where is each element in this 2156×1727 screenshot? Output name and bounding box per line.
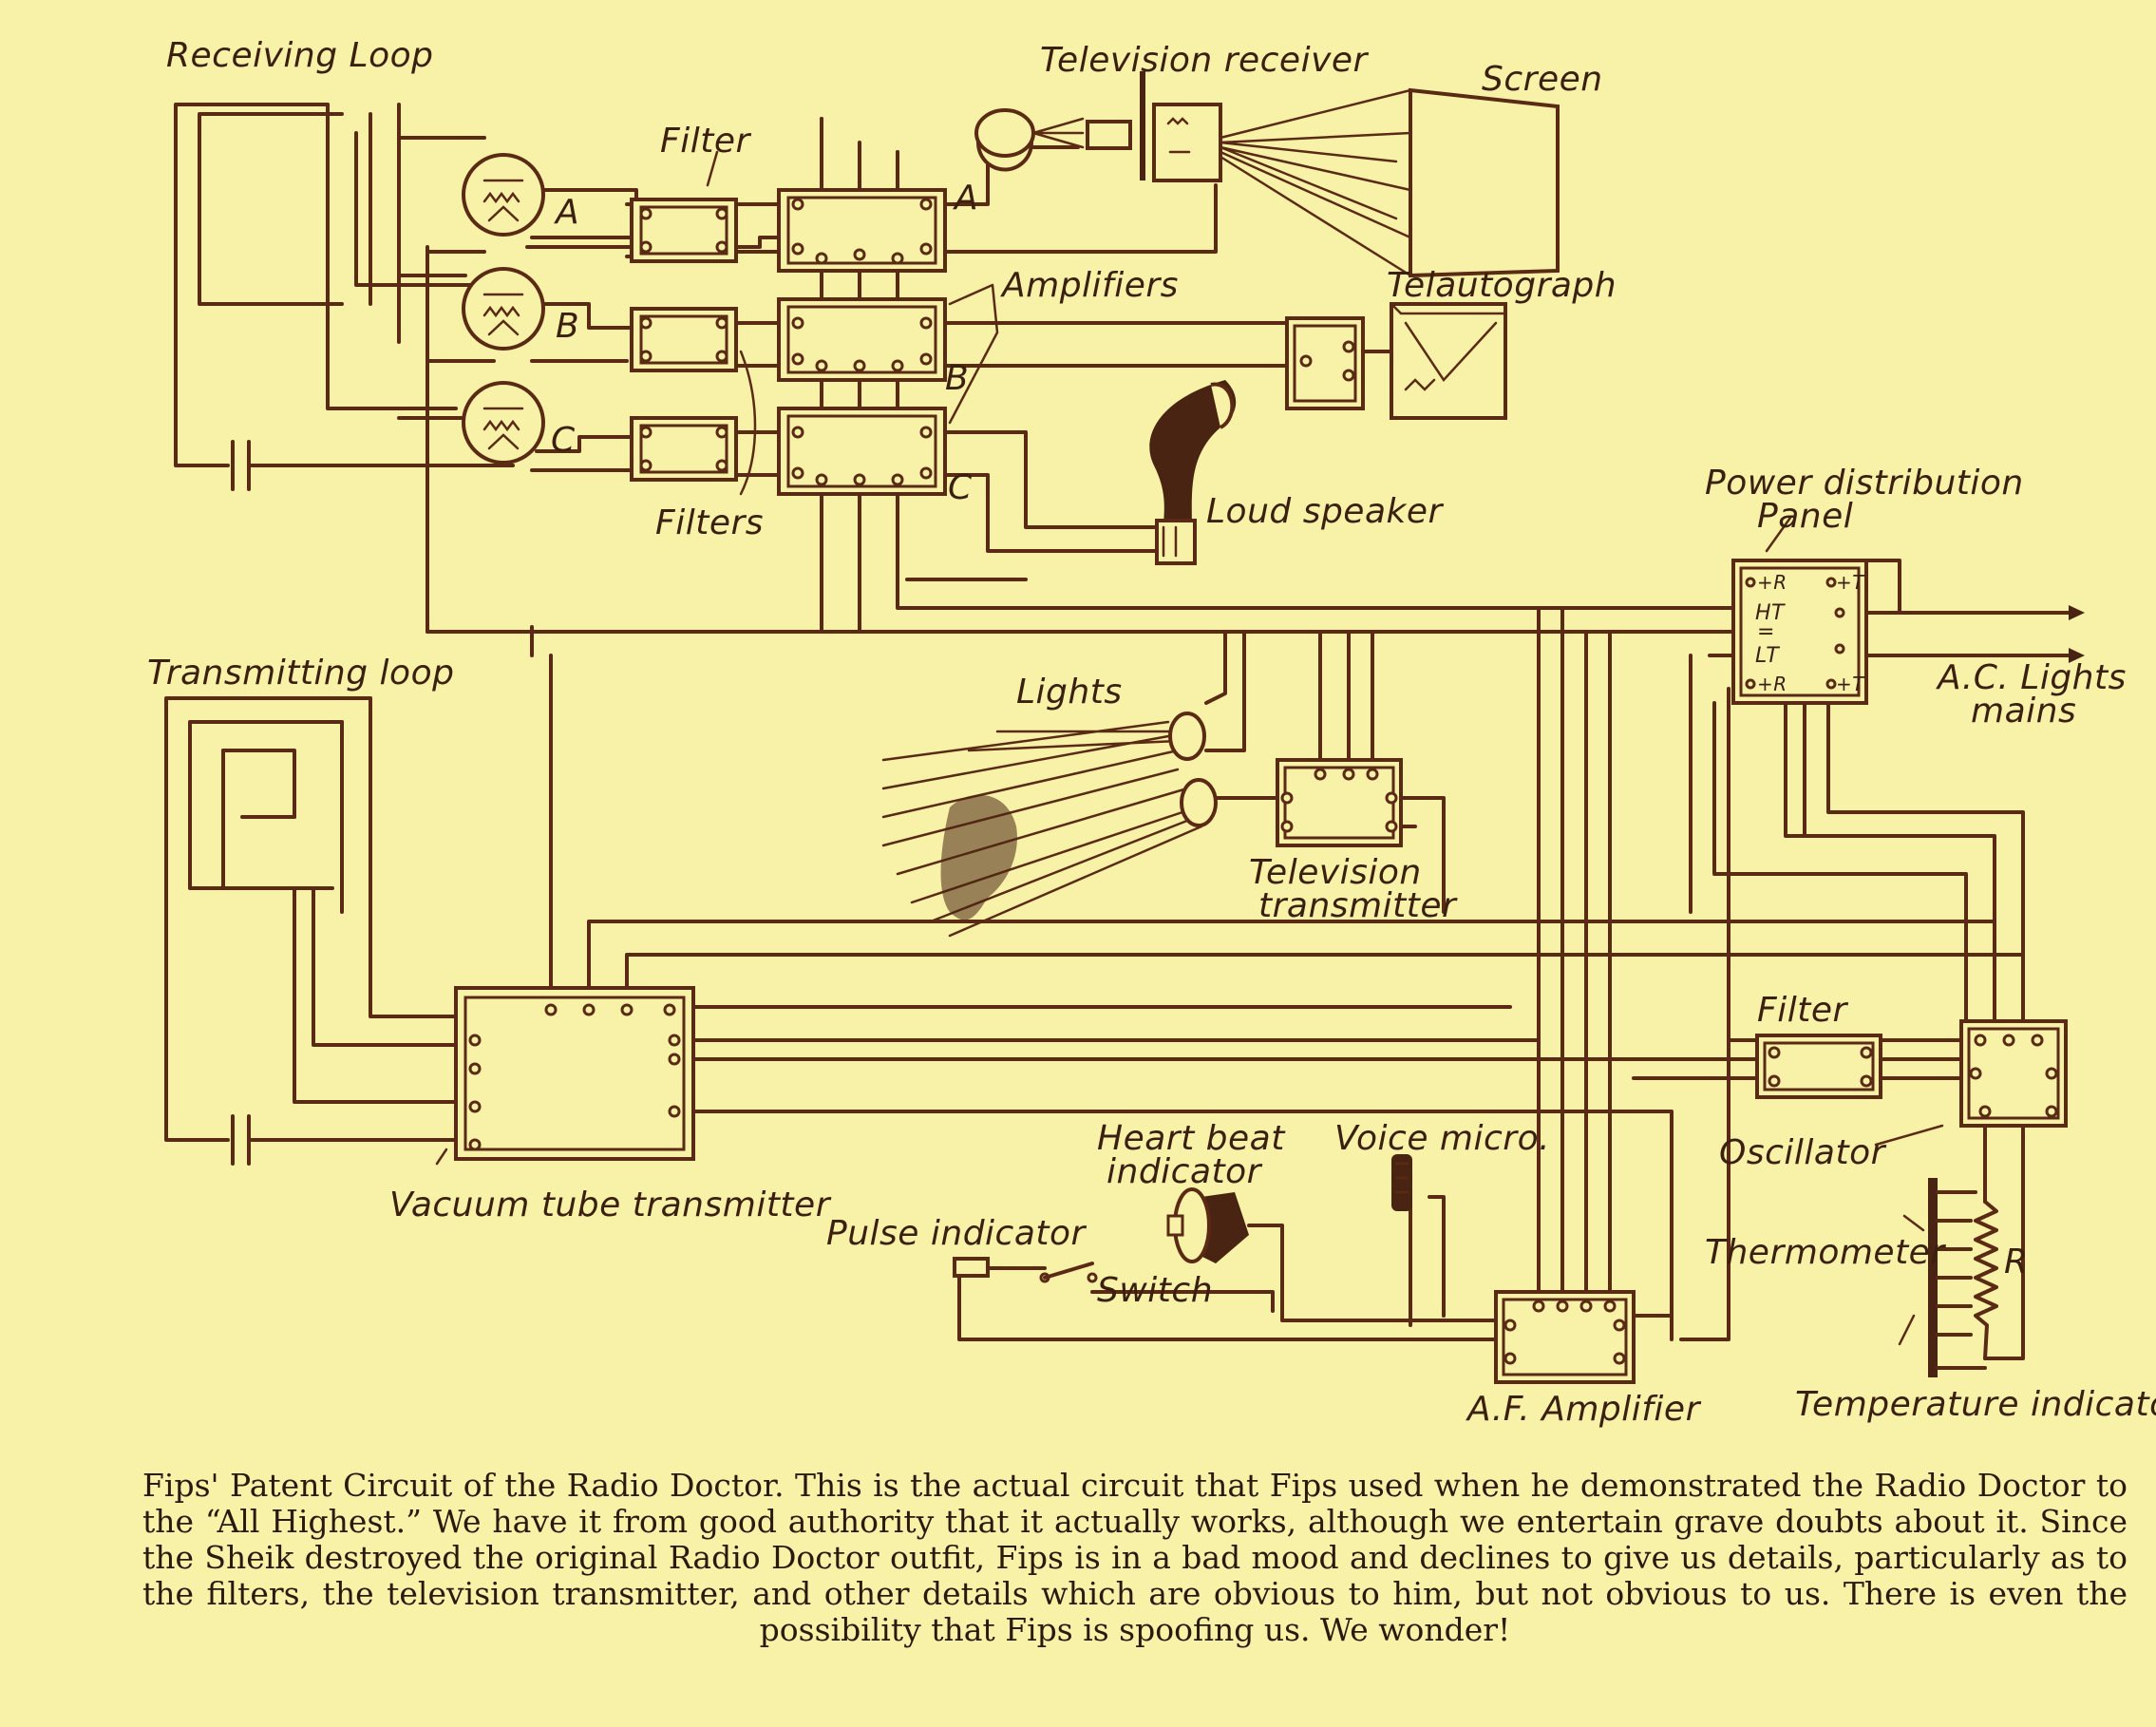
panel-dash: = bbox=[1757, 620, 1775, 644]
filter-a bbox=[630, 198, 738, 263]
circuit-diagram: +R +T HT = LT +R +T bbox=[147, 36, 2156, 1429]
vacuum-tube-transmitter-label: Vacuum tube transmitter bbox=[389, 1186, 832, 1224]
vacuum-tube-a bbox=[462, 153, 545, 237]
transmitting-loop-label: Transmitting loop bbox=[147, 654, 454, 693]
oscillator bbox=[1959, 1019, 2068, 1128]
heart-beat-indicator bbox=[1166, 1187, 1249, 1263]
lights bbox=[881, 712, 1218, 938]
television-screen bbox=[1219, 87, 1560, 278]
r-label: R bbox=[2004, 1243, 2029, 1281]
lights-label: Lights bbox=[1016, 673, 1123, 712]
television-receiver bbox=[974, 71, 1222, 182]
screen-label: Screen bbox=[1482, 60, 1603, 99]
panel-lt: LT bbox=[1755, 644, 1780, 668]
tube-a-label: A bbox=[554, 193, 579, 232]
power-panel-label-1: Power distribution bbox=[1705, 464, 2024, 503]
af-amplifier-label: A.F. Amplifier bbox=[1466, 1390, 1702, 1429]
temperature-indicator-label: Temperature indicator bbox=[1795, 1385, 2156, 1424]
vacuum-tube-c bbox=[462, 381, 545, 465]
filters-label: Filters bbox=[655, 503, 764, 542]
tv-transmitter-label-2: transmitter bbox=[1258, 886, 1458, 925]
heart-beat-label-2: indicator bbox=[1106, 1152, 1263, 1191]
figure-caption: Fips' Patent Circuit of the Radio Doctor… bbox=[142, 1467, 2128, 1648]
ac-mains-label-2: mains bbox=[1971, 692, 2076, 731]
panel-plus-r-top: +R bbox=[1757, 571, 1787, 594]
heart-beat-label-1: Heart beat bbox=[1097, 1119, 1286, 1158]
power-distribution-panel: +R +T HT = LT +R +T bbox=[1731, 559, 1868, 705]
receiving-loop-capacitor bbox=[231, 440, 251, 491]
filter-right-label: Filter bbox=[1757, 991, 1848, 1030]
af-amplifier bbox=[1494, 1290, 1636, 1384]
thermometer-label: Thermometer bbox=[1705, 1233, 1946, 1272]
switch bbox=[1039, 1262, 1098, 1283]
amp-c-label: C bbox=[948, 468, 973, 507]
filter-b bbox=[630, 307, 738, 372]
vacuum-tube-transmitter bbox=[454, 986, 695, 1161]
telautograph bbox=[1390, 302, 1507, 420]
mains-arrows bbox=[2050, 605, 2085, 663]
television-transmitter bbox=[1276, 758, 1403, 847]
panel-plus-r-bot: +R bbox=[1757, 673, 1787, 695]
loud-speaker bbox=[1149, 380, 1237, 565]
telautograph-label: Telautograph bbox=[1387, 266, 1617, 305]
switch-label: Switch bbox=[1097, 1271, 1213, 1310]
amplifier-c bbox=[777, 407, 947, 496]
ac-mains-label-1: A.C. Lights bbox=[1936, 658, 2127, 697]
pointer-arrows bbox=[435, 150, 1944, 1346]
panel-plus-t-top: +T bbox=[1836, 571, 1865, 594]
filter-c bbox=[630, 416, 738, 482]
tv-transmitter-label-1: Television bbox=[1249, 853, 1422, 892]
amp-b-label: B bbox=[945, 359, 969, 398]
telautograph-unit bbox=[1285, 316, 1365, 410]
pulse-indicator-label: Pulse indicator bbox=[826, 1214, 1087, 1253]
television-receiver-label: Television receiver bbox=[1040, 41, 1370, 80]
tube-b-label: B bbox=[556, 307, 579, 346]
amplifier-b bbox=[777, 297, 947, 382]
amplifier-a bbox=[777, 188, 947, 273]
thermometer bbox=[1928, 1178, 1998, 1377]
power-panel-label-2: Panel bbox=[1757, 497, 1853, 536]
loud-speaker-label: Loud speaker bbox=[1206, 492, 1445, 531]
voice-microphone bbox=[1391, 1154, 1412, 1211]
amplifier-bus-lines bbox=[820, 117, 899, 410]
labels: Receiving Loop Television receiver Scree… bbox=[147, 36, 2156, 1429]
panel-plus-t-bot: +T bbox=[1836, 673, 1865, 695]
transmitting-loop-capacitor bbox=[231, 1114, 251, 1166]
tube-c-label: C bbox=[551, 421, 576, 460]
panel-ht: HT bbox=[1755, 601, 1786, 625]
filter-top-label: Filter bbox=[660, 122, 751, 161]
amp-a-label: A bbox=[953, 179, 978, 218]
filter-right bbox=[1755, 1034, 1882, 1099]
receiving-loop-label: Receiving Loop bbox=[166, 36, 433, 75]
amplifiers-label: Amplifiers bbox=[1000, 266, 1179, 305]
voice-micro-label: Voice micro. bbox=[1334, 1119, 1550, 1158]
oscillator-label: Oscillator bbox=[1719, 1133, 1887, 1172]
vacuum-tube-b bbox=[462, 267, 545, 351]
pulse-indicator bbox=[953, 1257, 1047, 1278]
